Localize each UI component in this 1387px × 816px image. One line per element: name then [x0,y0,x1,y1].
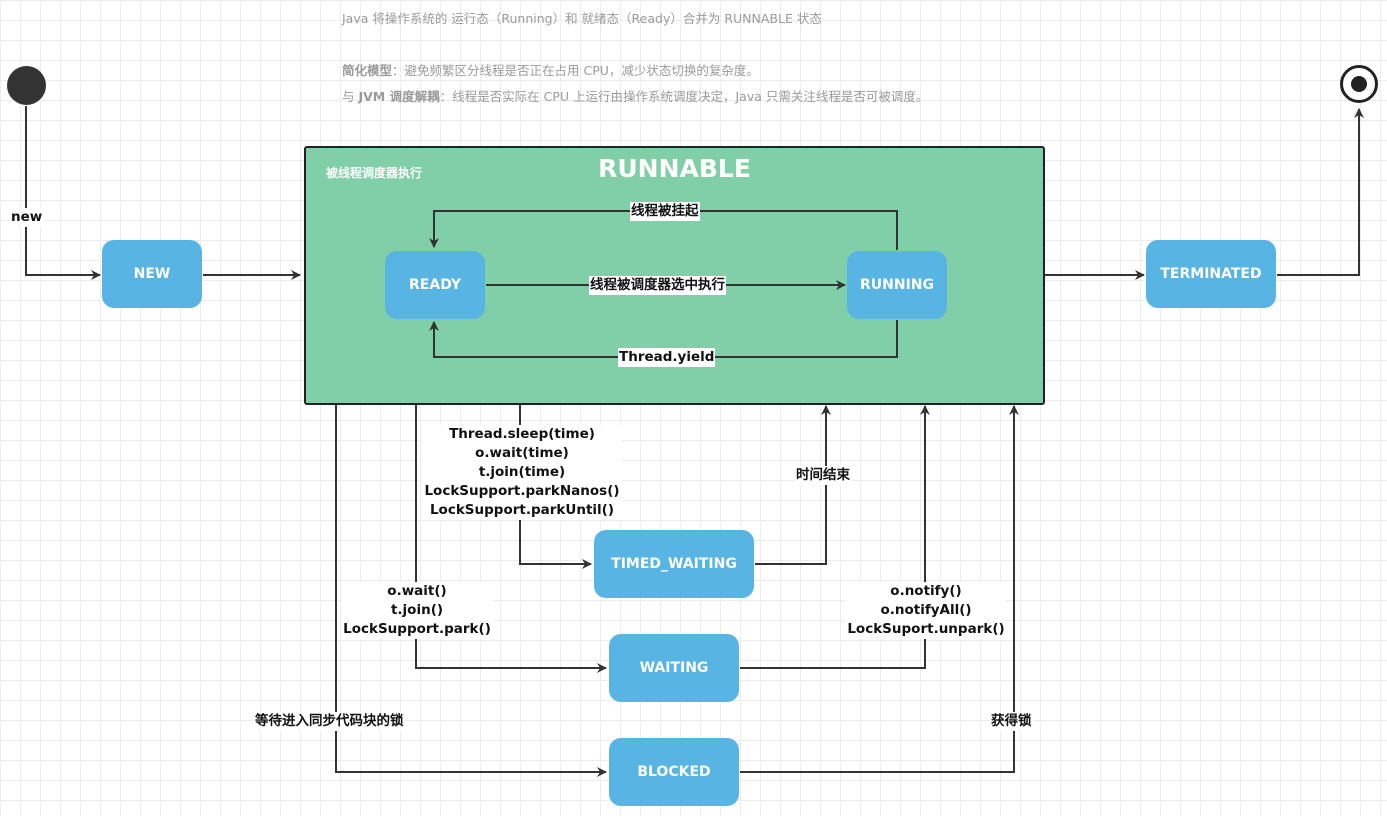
state-blocked[interactable]: BLOCKED [609,738,739,806]
runnable-subtitle: 被线程调度器执行 [326,166,423,180]
label-timed-call: LockSupport.parkUntil() [429,502,615,518]
label-wait-call: o.wait() [387,583,447,599]
edge-blocked-runnable [740,405,1019,773]
note-jvm-decoupling: 与 JVM 调度解耦：线程是否实际在 CPU 上运行由操作系统调度决定，Java… [342,86,928,105]
final-state-dot [1351,76,1367,92]
state-ready[interactable]: READY [385,251,485,319]
label-got-lock: 获得锁 [990,712,1033,731]
edge-timed-waiting-runnable [755,405,831,565]
note-simplified-model-text: ：避免频繁区分线程是否正在占用 CPU，减少状态切换的复杂度。 [392,63,759,78]
edge-runnable-blocked [335,404,607,777]
note-jvm-prefix: 与 [342,89,359,104]
note-jvm-text: ：线程是否实际在 CPU 上运行由操作系统调度决定，Java 只需关注线程是否可… [439,89,929,104]
note-simplified-model-label: 简化模型 [342,63,393,78]
edge-runnable-waiting [415,404,607,673]
label-notify-calls: o.notify() o.notifyAll() LockSuport.unpa… [846,582,1006,639]
label-timed-call: o.wait(time) [475,445,569,461]
label-timed-call: Thread.sleep(time) [449,426,595,442]
edge-start-new [25,106,101,280]
label-new: new [10,208,44,227]
label-yield: Thread.yield [618,348,716,367]
label-wait-calls: o.wait() t.join() LockSupport.park() [341,582,493,639]
note-simplified-model: 简化模型：避免频繁区分线程是否正在占用 CPU，减少状态切换的复杂度。 [342,60,759,79]
state-running[interactable]: RUNNING [847,251,947,319]
label-timed-calls: Thread.sleep(time) o.wait(time) t.join(t… [422,425,622,520]
initial-state-node[interactable] [7,66,46,105]
label-notify-call: o.notify() [890,583,962,599]
edge-waiting-runnable [740,405,930,669]
label-timed-call: t.join(time) [478,464,566,480]
edge-terminated-end [1277,108,1364,276]
state-waiting[interactable]: WAITING [609,634,739,702]
note-jvm-label: JVM 调度解耦 [358,89,440,104]
label-wait-call: t.join() [390,602,444,618]
label-timed-call: LockSupport.parkNanos() [424,483,620,499]
runnable-title: RUNNABLE [598,154,751,183]
final-state-node[interactable] [1340,65,1378,103]
label-suspended: 线程被挂起 [630,202,700,221]
label-wait-lock: 等待进入同步代码块的锁 [254,712,405,731]
label-time-end: 时间结束 [795,466,851,485]
state-new[interactable]: NEW [102,240,202,308]
label-wait-call: LockSupport.park() [343,621,491,637]
label-scheduled: 线程被调度器选中执行 [589,276,726,295]
label-notify-call: o.notifyAll() [880,602,972,618]
label-notify-call: LockSuport.unpark() [847,621,1005,637]
note-merge: Java 将操作系统的 运行态（Running）和 就绪态（Ready）合并为 … [342,11,822,26]
state-timed-waiting[interactable]: TIMED_WAITING [594,530,754,598]
state-terminated[interactable]: TERMINATED [1146,240,1276,308]
